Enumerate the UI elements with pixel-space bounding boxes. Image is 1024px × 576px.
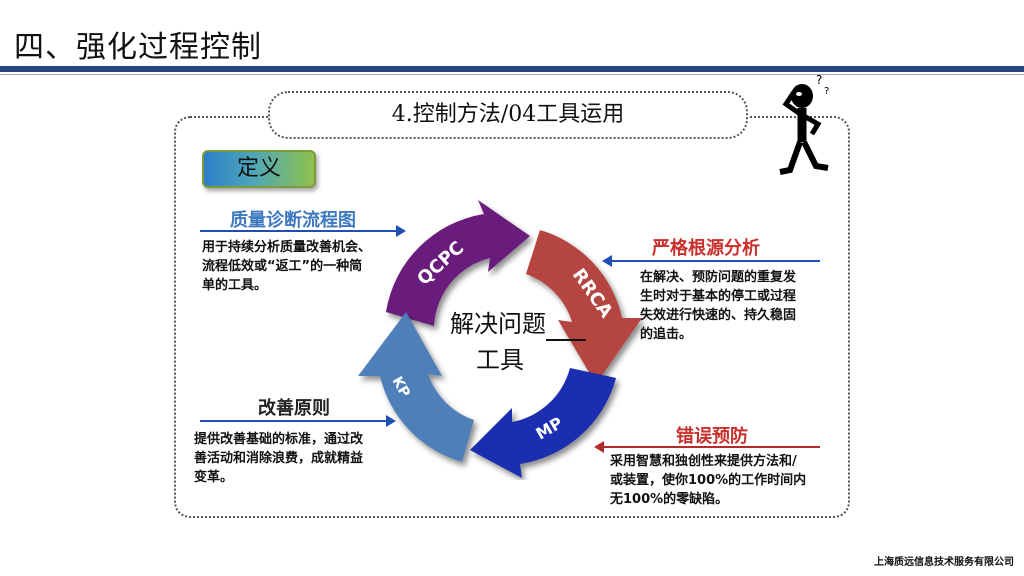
mp-arrow — [594, 441, 820, 453]
svg-text:?: ? — [816, 73, 822, 87]
definition-button[interactable]: 定义 — [202, 150, 316, 188]
rrca-title: 严格根源分析 — [652, 238, 760, 259]
rrca-arrow — [602, 255, 820, 267]
rrca-line-1: 在解决、预防问题的重复发 — [640, 270, 797, 285]
kp-title: 改善原则 — [258, 398, 330, 419]
qcpc-segment — [386, 200, 530, 326]
qcpc-line-1: 用于持续分析质量改善机会、 — [202, 240, 372, 255]
qcpc-description: 用于持续分析质量改善机会、 流程低效或“返工”的一种简 单的工具。 — [202, 238, 412, 295]
mp-description: 采用智慧和独创性来提供方法和/ 或装置，使你100%的工作时间内 无100%的零… — [610, 452, 840, 509]
footer-company: 上海质远信息技术服务有限公司 — [874, 557, 1014, 568]
rrca-description: 在解决、预防问题的重复发 生时对于基本的停工或过程 失效进行快速的、持久稳固 的… — [640, 268, 836, 344]
rrca-line-2: 生时对于基本的停工或过程 — [640, 289, 797, 304]
mp-segment — [470, 368, 616, 478]
kp-line-2: 善活动和消除浪费，成就精益 — [194, 451, 364, 466]
kp-line-3: 变革。 — [194, 470, 234, 485]
kp-line-1: 提供改善基础的标准，通过改 — [194, 432, 364, 447]
thinking-person-icon: ? ? — [779, 73, 829, 175]
kp-segment — [358, 312, 474, 462]
cycle-center-line-1: 解决问题 — [450, 310, 546, 338]
title-bar-thin — [0, 74, 1024, 75]
svg-text:?: ? — [824, 86, 829, 97]
rrca-line-4: 的追击。 — [640, 327, 693, 342]
qcpc-line-3: 单的工具。 — [202, 278, 268, 293]
cycle-center-line-2: 工具 — [476, 346, 524, 374]
title-bar — [0, 66, 1024, 72]
mp-line-2: 或装置，使你100%的工作时间内 — [610, 473, 807, 488]
qcpc-arrow — [200, 225, 406, 237]
mp-line-3: 无100%的零缺陷。 — [610, 492, 729, 507]
qcpc-line-2: 流程低效或“返工”的一种简 — [202, 259, 363, 274]
qcpc-title: 质量诊断流程图 — [230, 210, 356, 231]
rrca-segment — [526, 230, 642, 384]
page-title: 四、强化过程控制 — [14, 30, 262, 65]
kp-arrow — [200, 415, 396, 427]
mp-line-1: 采用智慧和独创性来提供方法和/ — [610, 454, 797, 469]
kp-description: 提供改善基础的标准，通过改 善活动和消除浪费，成就精益 变革。 — [194, 430, 414, 487]
problem-solving-cycle: QCPC RRCA MP KP 解决问题 工具 — [358, 200, 642, 478]
rrca-line-3: 失效进行快速的、持久稳固 — [640, 308, 797, 323]
mp-title: 错误预防 — [676, 426, 748, 447]
panel-subtitle: 4.控制方法/04工具运用 — [268, 91, 748, 139]
